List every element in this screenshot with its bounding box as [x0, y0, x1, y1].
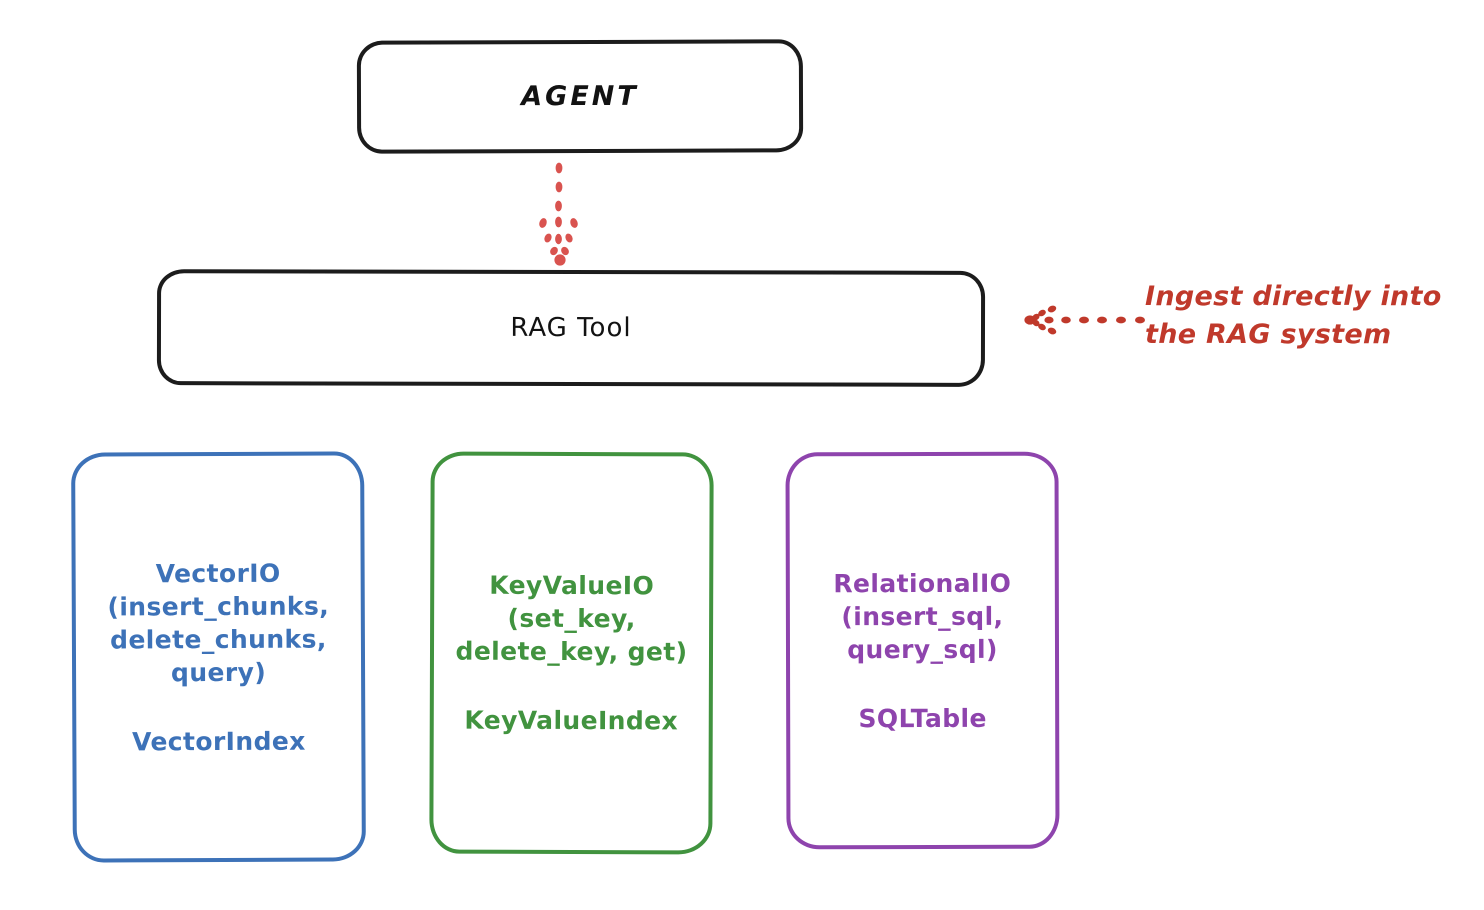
node-keyvalue-io[interactable]: KeyValueIO (set_key, delete_key, get) Ke…	[429, 451, 714, 855]
node-relational-io[interactable]: RelationalIO (insert_sql, query_sql) SQL…	[785, 451, 1060, 850]
node-vector-io[interactable]: VectorIO (insert_chunks, delete_chunks, …	[71, 451, 366, 863]
node-relational-index-label: SQLTable	[858, 703, 987, 733]
annotation-ingest: Ingest directly into the RAG system	[1145, 281, 1442, 351]
node-relational-io-api: RelationalIO (insert_sql, query_sql)	[833, 568, 1012, 664]
node-rag-tool[interactable]: RAG Tool	[156, 269, 986, 387]
node-vector-io-api: VectorIO (insert_chunks, delete_chunks, …	[107, 558, 330, 687]
node-agent[interactable]: AGENT	[356, 39, 804, 154]
connector-agent-to-rag-tool-icon	[539, 162, 578, 266]
node-rag-tool-label: RAG Tool	[510, 312, 632, 344]
node-keyvalue-io-api: KeyValueIO (set_key, delete_key, get)	[455, 570, 688, 667]
connector-ingest-annotation-icon	[1024, 305, 1145, 335]
node-vector-index-label: VectorIndex	[131, 726, 306, 756]
node-keyvalue-index-label: KeyValueIndex	[464, 705, 679, 736]
node-agent-label: AGENT	[521, 80, 639, 113]
